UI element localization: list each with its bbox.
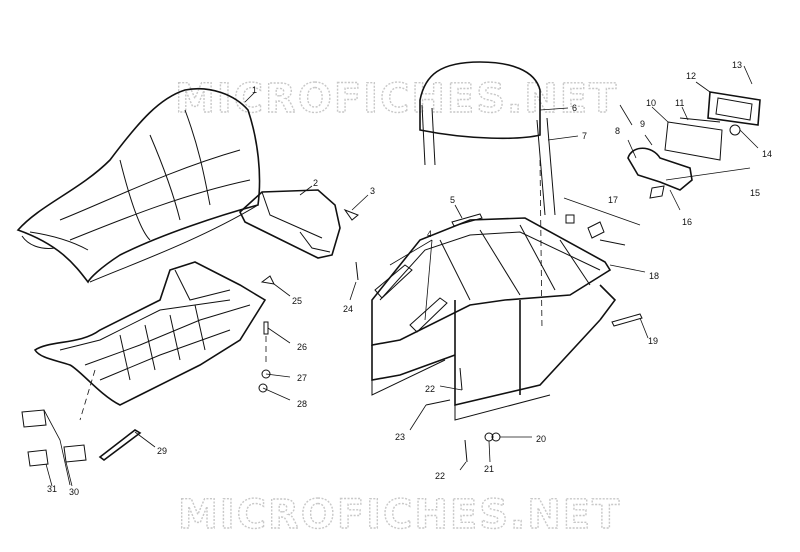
callout-1: 1 xyxy=(252,85,257,95)
callout-26: 26 xyxy=(297,342,307,352)
strip-part-5 xyxy=(451,213,483,227)
decal-part-c xyxy=(63,444,87,463)
backrest-part xyxy=(419,61,556,216)
bracket-part-b xyxy=(409,297,448,333)
knob-part-17 xyxy=(587,221,605,239)
watermark-top: MICROFICHES.NET xyxy=(175,76,618,122)
bolt-part-17 xyxy=(599,239,626,246)
callout-12: 12 xyxy=(686,71,696,81)
stud-part-22b xyxy=(464,439,468,463)
callout-15: 15 xyxy=(750,188,760,198)
pin-part-24 xyxy=(355,261,359,281)
callout-24: 24 xyxy=(343,304,353,314)
callout-8: 8 xyxy=(615,126,620,136)
callout-2: 2 xyxy=(313,178,318,188)
screw-part-26 xyxy=(263,321,269,335)
storage-lid-part xyxy=(239,189,341,259)
callout-16: 16 xyxy=(682,217,692,227)
callout-4: 4 xyxy=(427,229,432,239)
callout-7: 7 xyxy=(582,131,587,141)
stud-part-22a xyxy=(459,367,463,391)
callout-25: 25 xyxy=(292,296,302,306)
strap-part xyxy=(98,429,142,461)
bolt-part-23 xyxy=(425,399,451,406)
washer-part-27 xyxy=(261,369,271,379)
decal-part-b xyxy=(27,449,49,467)
clip-part-25 xyxy=(260,275,275,285)
callout-17: 17 xyxy=(608,195,618,205)
leader-lines xyxy=(43,65,759,487)
callout-13: 13 xyxy=(732,60,742,70)
callout-11: 11 xyxy=(675,98,684,108)
callout-20: 20 xyxy=(536,434,546,444)
callout-30: 30 xyxy=(69,487,79,497)
latch-part xyxy=(343,208,359,221)
callout-27: 27 xyxy=(297,373,307,383)
callout-23: 23 xyxy=(395,432,405,442)
callout-22b: 22 xyxy=(435,471,445,481)
bracket-part-a xyxy=(374,264,413,299)
callout-10: 10 xyxy=(646,98,656,108)
callout-29: 29 xyxy=(157,446,167,456)
callout-21: 21 xyxy=(484,464,494,474)
callout-6: 6 xyxy=(572,103,577,113)
strip-part-19 xyxy=(611,313,643,327)
callout-14: 14 xyxy=(762,149,772,159)
spacer-part-17 xyxy=(565,214,575,224)
callout-18: 18 xyxy=(649,271,659,281)
rack-frame-part xyxy=(371,217,617,421)
callout-22a: 22 xyxy=(425,384,435,394)
callout-19: 19 xyxy=(648,336,658,346)
callout-28: 28 xyxy=(297,399,307,409)
nut-part-28 xyxy=(258,383,268,393)
seat-pan-part xyxy=(33,261,267,406)
light-assembly-part xyxy=(627,91,761,199)
watermark-bottom: MICROFICHES.NET xyxy=(178,492,621,538)
callout-3: 3 xyxy=(370,186,375,196)
callout-9: 9 xyxy=(640,119,645,129)
callout-31: 31 xyxy=(47,484,57,494)
decal-part-a xyxy=(21,409,47,428)
seat-part xyxy=(16,87,261,284)
callout-5: 5 xyxy=(450,195,455,205)
